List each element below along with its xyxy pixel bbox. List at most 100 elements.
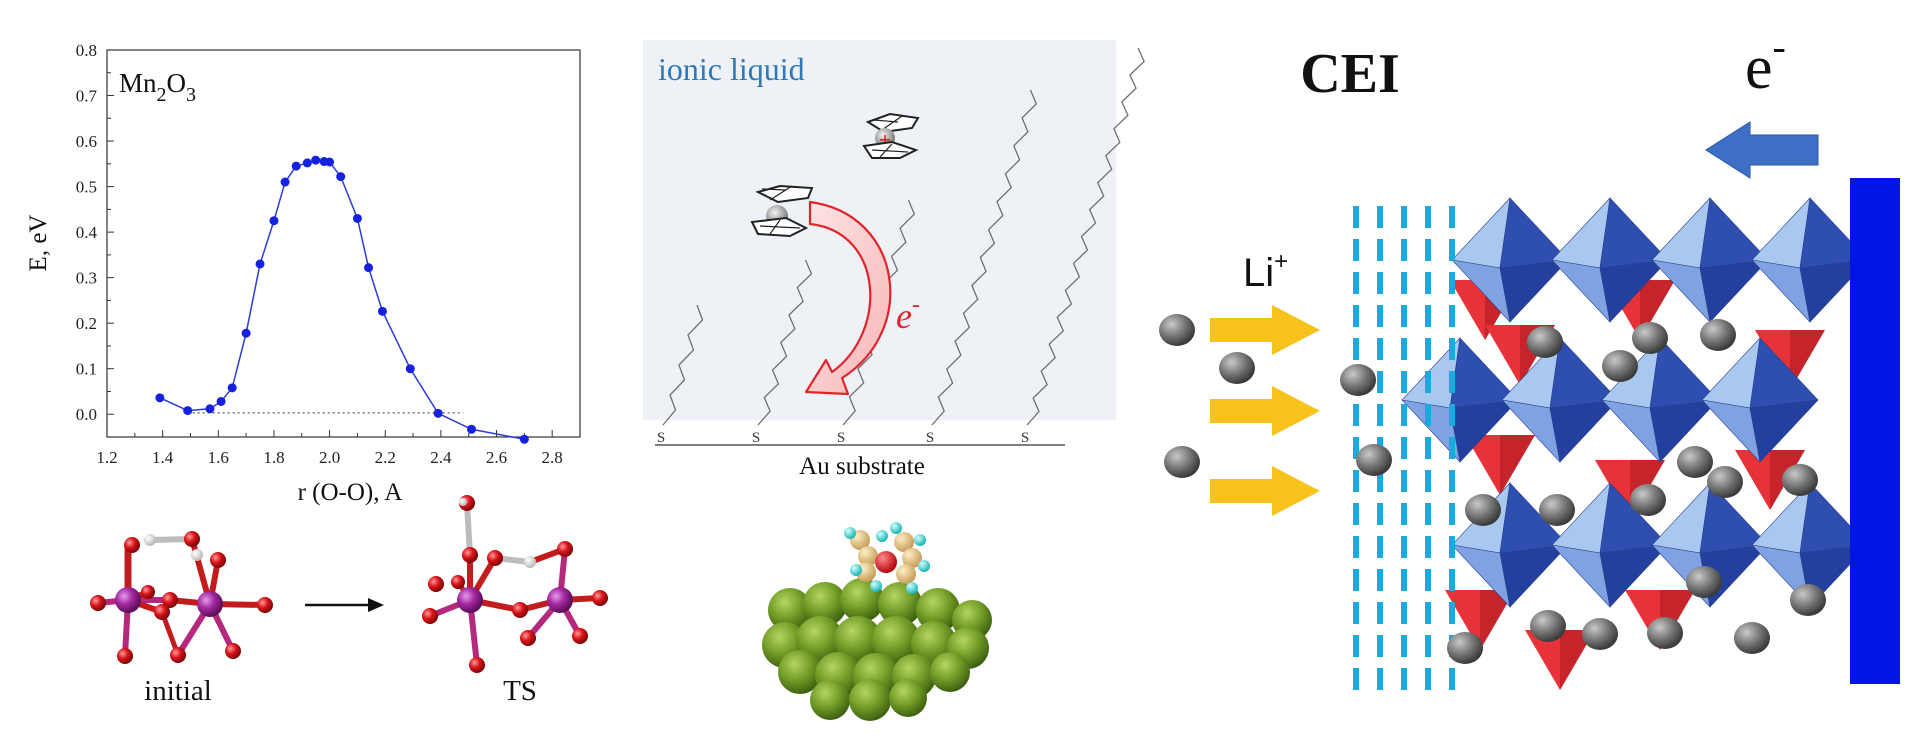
cei-label: CEI bbox=[1300, 43, 1400, 105]
data-point bbox=[405, 364, 415, 374]
data-point bbox=[241, 328, 251, 338]
adsorbed-ferrocene bbox=[844, 522, 930, 594]
li-ion-sphere bbox=[1164, 446, 1200, 478]
current-collector-bar bbox=[1850, 178, 1900, 684]
alkyl-chain bbox=[662, 304, 704, 426]
data-point bbox=[205, 404, 215, 414]
initial-label: initial bbox=[144, 675, 212, 707]
molecule-ts: TS bbox=[422, 495, 608, 707]
compound-label: Mn2O3 bbox=[119, 68, 196, 106]
data-point bbox=[519, 434, 529, 444]
data-point bbox=[269, 216, 279, 226]
li-flux-arrow-2 bbox=[1210, 386, 1320, 436]
y-tick-label: 0.5 bbox=[76, 178, 97, 197]
y-tick-label: 0.6 bbox=[76, 132, 97, 151]
plot-frame bbox=[106, 49, 581, 438]
data-point bbox=[311, 155, 321, 165]
data-point bbox=[280, 177, 290, 187]
au-substrate-label: Au substrate bbox=[799, 453, 925, 480]
data-point bbox=[216, 396, 226, 406]
gold-atom bbox=[768, 588, 812, 632]
data-point bbox=[377, 306, 387, 316]
y-tick-label: 0.1 bbox=[76, 360, 97, 379]
data-point bbox=[466, 424, 476, 434]
alkyl-chain bbox=[931, 89, 1038, 426]
y-tick-label: 0.7 bbox=[76, 87, 98, 106]
x-axis-label: r (O-O), A bbox=[298, 479, 403, 506]
li-flux-arrow-3 bbox=[1210, 466, 1320, 516]
sulfur-label: S bbox=[837, 430, 845, 446]
electron-transfer-arrow bbox=[804, 200, 892, 396]
li-ion-sphere bbox=[1647, 617, 1683, 649]
li-ion-sphere bbox=[1582, 618, 1618, 650]
li-ion-sphere bbox=[1630, 484, 1666, 516]
ferrocene-neutral bbox=[750, 184, 814, 238]
li-ion-sphere bbox=[1340, 364, 1376, 396]
li-ion-sphere bbox=[1707, 466, 1743, 498]
li-ion-sphere bbox=[1447, 632, 1483, 664]
electron-flow-arrow bbox=[1705, 121, 1819, 179]
y-tick-label: 0.3 bbox=[76, 269, 97, 288]
li-ion-sphere bbox=[1356, 444, 1392, 476]
sulfur-label: S bbox=[1021, 430, 1029, 446]
li-ion-sphere bbox=[1782, 464, 1818, 496]
ts-label: TS bbox=[503, 675, 537, 707]
gold-atom bbox=[803, 582, 847, 626]
electron-label-right: e- bbox=[1745, 24, 1786, 102]
y-tick-label: 0.0 bbox=[76, 405, 97, 424]
y-axis-label: E, eV bbox=[25, 215, 52, 272]
data-point bbox=[291, 161, 301, 171]
x-tick-label: 2.4 bbox=[430, 448, 452, 467]
data-point bbox=[255, 259, 265, 269]
cei-panel: CEI e- Li+ bbox=[1159, 24, 1900, 690]
data-point bbox=[302, 158, 312, 168]
molecule-initial: initial bbox=[90, 531, 273, 707]
data-point bbox=[183, 406, 193, 416]
energy-curve bbox=[159, 159, 525, 441]
y-tick-labels: 0.00.10.20.30.40.50.60.70.8 bbox=[76, 41, 98, 424]
sulfur-label: S bbox=[657, 430, 665, 446]
electron-label-mid: e- bbox=[896, 292, 920, 336]
li-ion-sphere bbox=[1530, 610, 1566, 642]
axis-ticks bbox=[106, 49, 581, 437]
data-point bbox=[325, 157, 335, 167]
energy-points bbox=[155, 155, 529, 444]
li-ion-label: Li+ bbox=[1243, 248, 1288, 295]
li-ion-sphere bbox=[1632, 322, 1668, 354]
li-ion-sphere bbox=[1602, 350, 1638, 382]
li-ion-sphere bbox=[1159, 314, 1195, 346]
data-point bbox=[155, 393, 165, 403]
alkyl-chain bbox=[1026, 47, 1145, 426]
x-tick-label: 2.6 bbox=[486, 448, 507, 467]
ionic-liquid-label: ionic liquid bbox=[658, 51, 805, 87]
reaction-arrow bbox=[305, 598, 384, 612]
data-point bbox=[352, 213, 362, 223]
cathode-lattice bbox=[1401, 197, 1869, 690]
li-ion-sphere bbox=[1790, 584, 1826, 616]
y-tick-label: 0.4 bbox=[76, 223, 98, 242]
li-ion-sphere bbox=[1700, 319, 1736, 351]
y-tick-label: 0.2 bbox=[76, 314, 97, 333]
gold-atom bbox=[849, 679, 891, 721]
gold-atom bbox=[889, 679, 927, 717]
gold-atom bbox=[872, 616, 920, 664]
x-tick-label: 2.0 bbox=[319, 448, 340, 467]
ferrocenium-cation: + bbox=[862, 112, 920, 159]
li-ion-sphere bbox=[1465, 494, 1501, 526]
gold-atom bbox=[778, 650, 822, 694]
x-tick-label: 1.6 bbox=[208, 448, 229, 467]
x-tick-label: 2.8 bbox=[542, 448, 563, 467]
gold-atom bbox=[810, 680, 850, 720]
data-point bbox=[364, 263, 374, 273]
li-ion-sphere bbox=[1734, 622, 1770, 654]
alkyl-chain bbox=[757, 259, 813, 426]
li-ion-sphere bbox=[1677, 446, 1713, 478]
x-tick-label: 1.2 bbox=[96, 448, 117, 467]
gold-atom bbox=[916, 588, 960, 632]
x-tick-label: 2.2 bbox=[375, 448, 396, 467]
